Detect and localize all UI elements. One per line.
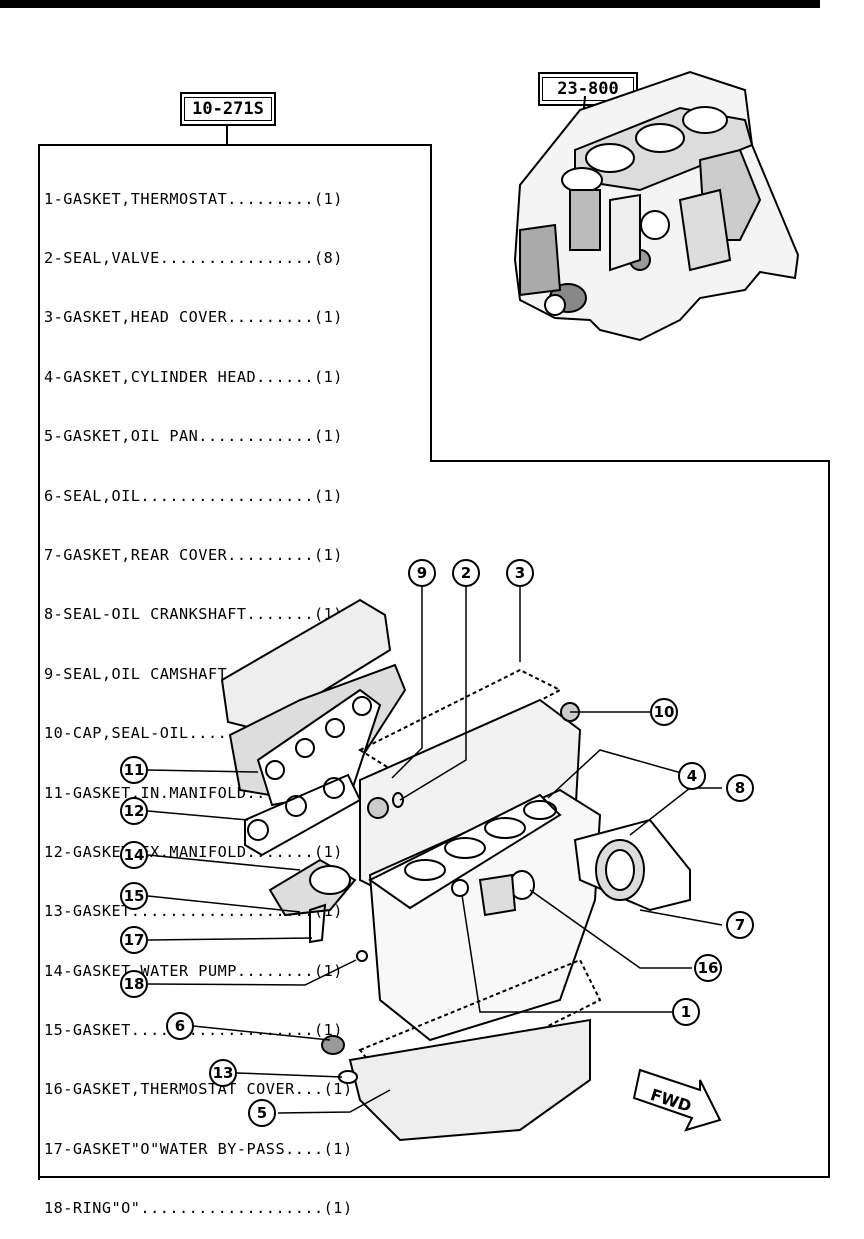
kit-part-number: 10-271S	[180, 92, 276, 126]
parts-list-item: 18-RING"O"...................(1)	[44, 1199, 353, 1218]
kit-code-leader	[226, 118, 228, 146]
callout-11: 11	[120, 756, 148, 784]
callout-number: 13	[213, 1064, 234, 1082]
frame-divider	[430, 144, 432, 462]
kit-frame	[38, 460, 830, 1178]
parts-list-item: 8-SEAL-OIL CRANKSHAFT.......(1)	[44, 605, 343, 624]
callout-17: 17	[120, 926, 148, 954]
forward-direction-arrow: FWD	[632, 1068, 722, 1132]
callout-number: 11	[124, 761, 145, 779]
callout-8: 8	[726, 774, 754, 802]
callout-10: 10	[650, 698, 678, 726]
callout-16: 16	[694, 954, 722, 982]
parts-list-item: 6-SEAL,OIL..................(1)	[44, 486, 343, 505]
callout-9: 9	[408, 559, 436, 587]
engine-block-illustration	[513, 70, 800, 342]
callout-number: 2	[461, 564, 471, 582]
exploded-gasket-diagram	[220, 598, 691, 1142]
parts-list-item: 4-GASKET,CYLINDER HEAD......(1)	[44, 367, 343, 386]
callout-number: 6	[175, 1017, 185, 1035]
callout-number: 7	[735, 916, 745, 934]
callout-5: 5	[248, 1099, 276, 1127]
parts-list-item: 1-GASKET,THERMOSTAT.........(1)	[44, 189, 343, 208]
callout-number: 18	[124, 975, 145, 993]
callout-2: 2	[452, 559, 480, 587]
callout-number: 14	[124, 846, 145, 864]
frame-top	[38, 144, 432, 146]
callout-number: 8	[735, 779, 745, 797]
callout-number: 5	[257, 1104, 267, 1122]
callout-number: 16	[698, 959, 719, 977]
callout-number: 1	[681, 1003, 691, 1021]
frame-top-right	[430, 460, 830, 462]
callout-13: 13	[209, 1059, 237, 1087]
callout-4: 4	[678, 762, 706, 790]
callout-number: 10	[654, 703, 675, 721]
callout-18: 18	[120, 970, 148, 998]
callout-6: 6	[166, 1012, 194, 1040]
parts-list-item: 13-GASKET...................(1)	[44, 902, 343, 921]
callout-1: 1	[672, 998, 700, 1026]
parts-list-item: 2-SEAL,VALVE................(8)	[44, 248, 343, 267]
callout-14: 14	[120, 841, 148, 869]
callout-leader-lines	[147, 586, 723, 1114]
callout-number: 3	[515, 564, 525, 582]
parts-list-item: 5-GASKET,OIL PAN............(1)	[44, 427, 343, 446]
callout-number: 12	[124, 802, 145, 820]
parts-list-item: 3-GASKET,HEAD COVER.........(1)	[44, 308, 343, 327]
callout-number: 15	[124, 887, 145, 905]
parts-list-item: 17-GASKET"O"WATER BY-PASS....(1)	[44, 1139, 353, 1158]
callout-3: 3	[506, 559, 534, 587]
parts-list-item: 7-GASKET,REAR COVER.........(1)	[44, 545, 343, 564]
top-rule	[0, 0, 820, 8]
callout-number: 9	[417, 564, 427, 582]
callout-number: 17	[124, 931, 145, 949]
callout-7: 7	[726, 911, 754, 939]
callout-15: 15	[120, 882, 148, 910]
callout-number: 4	[687, 767, 697, 785]
callout-12: 12	[120, 797, 148, 825]
parts-list-item: 16-GASKET,THERMOSTAT COVER...(1)	[44, 1080, 353, 1099]
parts-list-item: 14-GASKET,WATER PUMP........(1)	[44, 961, 343, 980]
